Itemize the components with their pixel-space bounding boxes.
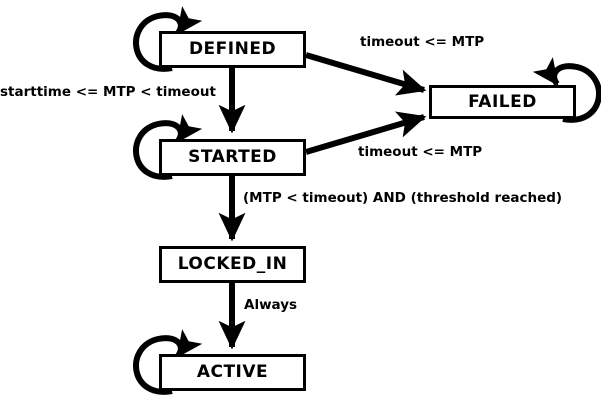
- edge-started-self-loop: [133, 114, 203, 180]
- state-node-active[interactable]: ACTIVE: [159, 354, 306, 391]
- edge-label-locked-in-to-active: Always: [244, 297, 298, 313]
- state-label-failed: FAILED: [468, 91, 537, 112]
- state-label-locked-in: LOCKED_IN: [177, 254, 288, 274]
- edge-defined-to-failed: [305, 52, 427, 96]
- edge-label-defined-to-started: starttime <= MTP < timeout: [0, 84, 216, 100]
- state-node-locked-in[interactable]: LOCKED_IN: [159, 246, 306, 283]
- edge-label-started-to-failed: timeout <= MTP: [358, 144, 483, 160]
- state-node-failed[interactable]: FAILED: [429, 85, 576, 119]
- edge-label-started-to-locked-in: (MTP < timeout) AND (threshold reached): [243, 190, 563, 206]
- state-label-active: ACTIVE: [196, 362, 269, 382]
- edge-active-self-loop: [133, 329, 203, 395]
- state-label-defined: DEFINED: [188, 39, 277, 59]
- edge-failed-self-loop: [532, 57, 601, 123]
- state-label-started: STARTED: [188, 147, 277, 167]
- state-node-started[interactable]: STARTED: [159, 139, 306, 176]
- edge-started-to-failed: [305, 111, 427, 155]
- edge-label-defined-to-failed: timeout <= MTP: [360, 34, 485, 50]
- state-node-defined[interactable]: DEFINED: [159, 31, 306, 68]
- edge-defined-self-loop: [133, 6, 203, 72]
